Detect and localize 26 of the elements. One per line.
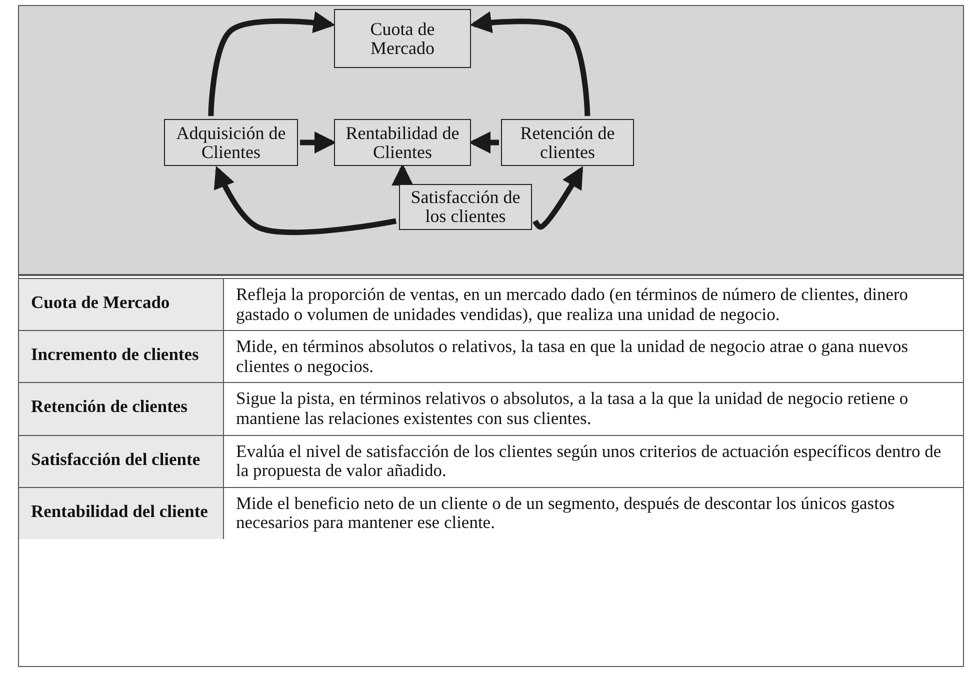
concept-box (399, 184, 532, 230)
row-heading: Incremento de clientes (31, 344, 199, 364)
row-heading: Satisfacción del cliente (31, 448, 200, 469)
arrow (214, 166, 396, 236)
node-label: Rentabilidad de Clientes (344, 124, 460, 162)
node-label: Satisfacción de los clientes (410, 188, 522, 226)
arrow (532, 166, 584, 230)
arrow (470, 11, 590, 116)
description-text: Sigue la pista, en términos relativos o absolutos, a la tasa a la que la unidad de negocio retiene o mantiene las relaciones existentes con sus clientes. (236, 388, 908, 428)
node-label: Adquisición de Clientes (175, 124, 287, 162)
node-label: Cuota de Mercado (369, 20, 436, 58)
row-heading: Cuota de Mercado (31, 292, 170, 312)
description-text: Refleja la proporción de ventas, en un mercado dado (en términos de número de clientes, dinero gastado o volumen de unidades vendidas), que realiza una unidad de negocio. (236, 284, 908, 324)
concept-box (164, 119, 298, 166)
description-text: Mide el beneficio neto de un cliente o de un segmento, después de descontar los únicos gastos necesarios para mantener ese cliente. (236, 492, 895, 532)
description-text: Mide, en términos absolutos o relativos, la tasa en que la unidad de negocio atrae o gana nuevos clientes o negocios. (236, 336, 908, 376)
concept-box (501, 119, 634, 166)
arrow (392, 164, 414, 186)
row-heading: Retención de clientes (31, 396, 188, 416)
description-text: Evalúa el nivel de satisfacción de los clientes según unos criterios de actuación específicos dentro de la propuesta de valor añadido. (236, 440, 942, 480)
concept-box (334, 119, 471, 166)
node-label: Retención de clientes (519, 124, 616, 162)
arrow (300, 132, 336, 154)
row-heading: Rentabilidad del cliente (31, 500, 208, 521)
arrow (208, 11, 336, 116)
concept-box (334, 9, 471, 68)
